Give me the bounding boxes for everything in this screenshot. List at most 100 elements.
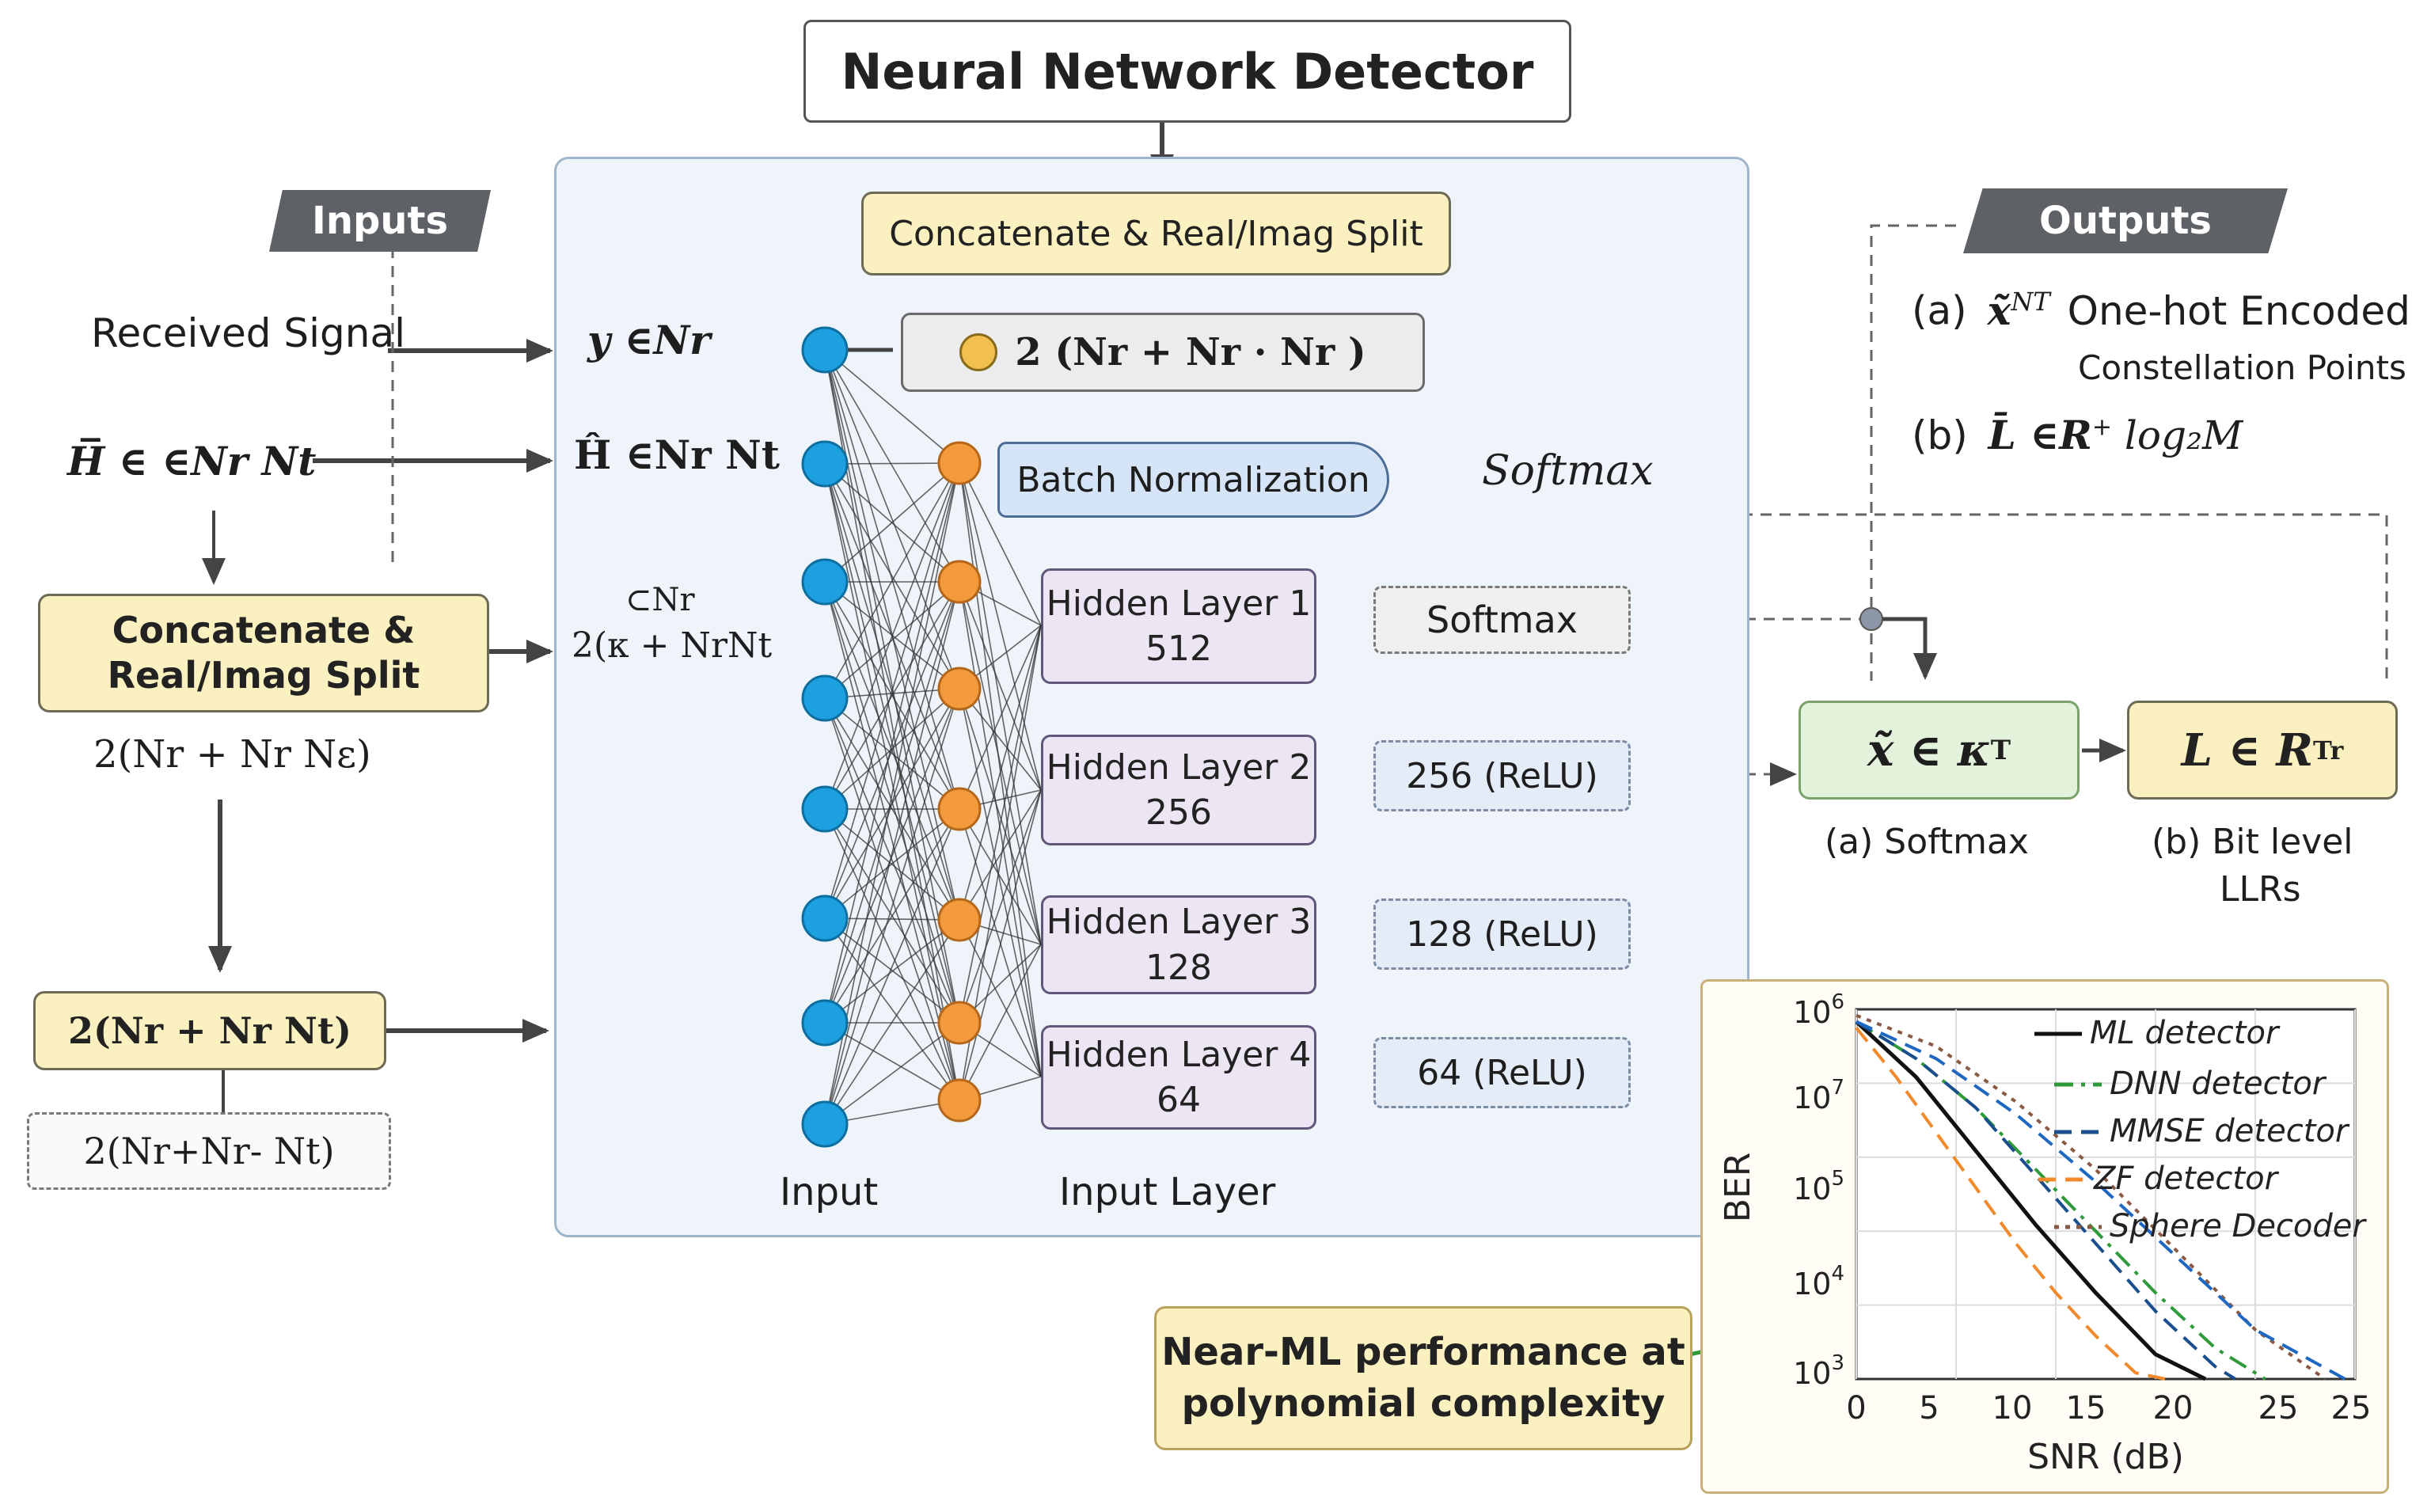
x-output-sup: T <box>1990 734 2011 766</box>
input-dim-top: ⊂Nr <box>625 582 695 618</box>
dim-top-text: 2 (Nr + Nr · Nr ) <box>1015 330 1366 374</box>
nn-edge <box>824 1022 960 1125</box>
nn-edge <box>824 349 960 690</box>
series-line-6 <box>1856 1020 2346 1381</box>
nn-edge <box>824 462 960 810</box>
hidden-layer-2-size: 256 <box>1145 792 1212 833</box>
callout-box: Near-ML performance at polynomial comple… <box>1154 1306 1692 1450</box>
hidden-layer-4-size: 64 <box>1157 1080 1201 1120</box>
y-tick-label-3: 105 <box>1793 1167 1844 1206</box>
nn-edge <box>824 697 960 1101</box>
hidden-layer-3-name: Hidden Layer 3 <box>1046 902 1312 943</box>
l-output-caption-2: LLRs <box>2220 869 2301 910</box>
output-a-prefix: (a) <box>1912 287 1967 334</box>
chart-plot-area <box>1855 1008 2357 1381</box>
nn-edge <box>959 688 1042 945</box>
nn-edge <box>959 919 1042 1077</box>
x-tick-label-15: 15 <box>2066 1390 2106 1427</box>
dim-box-text: 2(Nr + Nr Nt) <box>68 1009 351 1052</box>
nn-edge <box>824 462 960 919</box>
nn-edge <box>824 808 960 1101</box>
nn-edge <box>824 581 960 1024</box>
input-node-8 <box>801 1100 849 1148</box>
hidden-layer-1-side-text: Softmax <box>1426 598 1578 641</box>
output-b-tail: log₂M <box>2124 412 2243 458</box>
x-tick-label-20: 20 <box>2153 1390 2194 1427</box>
hidden-layer-4-name: Hidden Layer 4 <box>1046 1034 1312 1075</box>
nn-edge <box>824 581 960 699</box>
input-caption: Input <box>780 1170 879 1214</box>
legend-label-4: ZF detector <box>2093 1161 2280 1197</box>
concat-split-box-top: Concatenate & Real/Imag Split <box>861 192 1451 275</box>
nn-edge <box>959 625 1042 1024</box>
series-line-5 <box>1856 1013 2327 1381</box>
nn-edge <box>959 688 1042 1077</box>
input-node-7 <box>801 999 849 1047</box>
diagram-title-text: Neural Network Detector <box>841 42 1534 101</box>
hidden-layer-1-size: 512 <box>1145 629 1212 669</box>
series-line-4 <box>1855 1027 2167 1381</box>
nn-edge <box>824 688 960 1125</box>
hidden-layer-3-side-text: 128 (ReLU) <box>1406 914 1598 955</box>
legend-label-1: ML detector <box>2090 1015 2281 1051</box>
hidden-node-7 <box>937 1078 982 1123</box>
nn-edge <box>824 688 960 1024</box>
l-output-text: L ∈ R <box>2181 724 2313 777</box>
softmax-side-label: Softmax <box>1482 447 1654 495</box>
callout-line-2: polynomial complexity <box>1181 1381 1666 1426</box>
inputs-tag-label: Inputs <box>311 199 449 243</box>
nn-edge <box>824 349 960 1101</box>
outputs-tag-label: Outputs <box>2039 199 2212 243</box>
l-output-caption-1: (b) Bit level <box>2152 822 2353 862</box>
chart-grid <box>1856 1009 2356 1379</box>
hidden-layer-2-name: Hidden Layer 2 <box>1046 747 1312 788</box>
input-node-4 <box>801 674 849 722</box>
hidden-layer-3-size: 128 <box>1145 947 1212 988</box>
concat-line-1: Concatenate & <box>112 608 416 652</box>
output-b-line: (b) L̄ ∈R+ log₂M <box>1912 412 2243 458</box>
y-tick-label-1: 103 <box>1793 1351 1844 1391</box>
nn-edge <box>824 349 960 583</box>
nn-edge <box>959 581 1042 1077</box>
output-a-line: (a) x̃NT One-hot Encoded <box>1912 287 2410 334</box>
concat-split-box-left: Concatenate & Real/Imag Split <box>38 594 489 712</box>
legend-label-5: Sphere Decoder <box>2110 1208 2367 1244</box>
output-a-sup: NT <box>2011 287 2050 317</box>
nn-edge <box>959 581 1042 945</box>
nn-edge <box>959 462 1042 791</box>
nn-edge <box>959 789 1042 1024</box>
series-line-1 <box>1855 1020 2207 1381</box>
callout-line-1: Near-ML performance at <box>1161 1330 1685 1375</box>
hidden-layer-1-box: Hidden Layer 1 512 <box>1041 568 1316 684</box>
batch-norm-text: Batch Normalization <box>1016 459 1370 500</box>
hidden-node-4 <box>937 787 982 831</box>
h-input-label: Ĥ ∈Nr Nt <box>574 431 780 478</box>
nn-edge <box>959 625 1042 810</box>
nn-edge <box>824 808 960 1125</box>
output-b-prefix: (b) <box>1912 412 1968 458</box>
nn-edge <box>959 944 1042 1101</box>
hidden-layer-4-side-text: 64 (ReLU) <box>1417 1052 1587 1093</box>
nn-edge <box>824 581 960 919</box>
x-output-caption: (a) Softmax <box>1825 822 2029 862</box>
x-tick-label-0: 0 <box>1846 1390 1866 1427</box>
hidden-node-3 <box>937 667 982 711</box>
nn-edge <box>824 349 960 464</box>
nn-edge <box>959 789 1042 1101</box>
hidden-node-2 <box>937 560 982 604</box>
hidden-node-1 <box>937 441 982 485</box>
l-output-sup: Tr <box>2313 735 2344 765</box>
dim-dashed-text: 2(Nr+Nr- Nt) <box>83 1130 335 1172</box>
hidden-layer-1-side: Softmax <box>1373 586 1631 654</box>
nn-edge <box>824 697 960 810</box>
hidden-layer-3-side: 128 (ReLU) <box>1373 898 1631 970</box>
concat-line-2: Real/Imag Split <box>107 654 420 697</box>
y-input-label: y ∈Nr <box>587 317 711 363</box>
nn-edge <box>824 919 960 1024</box>
y-tick-label-2: 104 <box>1793 1262 1844 1301</box>
dim-box-left: 2(Nr + Nr Nt) <box>33 991 386 1070</box>
